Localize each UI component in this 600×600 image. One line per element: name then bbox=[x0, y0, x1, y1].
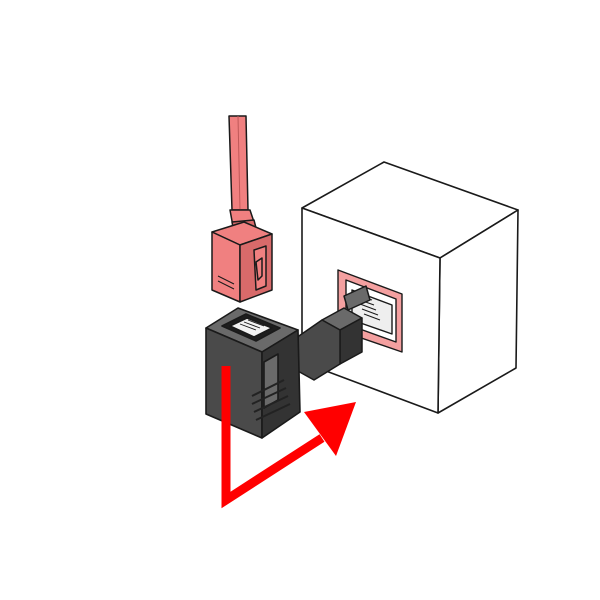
adapter-plug-tab bbox=[343, 285, 371, 311]
arrow-shaft bbox=[221, 366, 325, 509]
adapter-port-contacts bbox=[239, 319, 265, 331]
adapter-plug-icon bbox=[295, 285, 371, 381]
adapter-ribs bbox=[251, 379, 291, 421]
direction-arrow-icon bbox=[221, 366, 356, 509]
plug-latch-hook bbox=[255, 257, 263, 281]
plug-front bbox=[211, 231, 241, 303]
wall-box-icon bbox=[301, 161, 519, 414]
rj45-plug-icon bbox=[211, 221, 273, 303]
adapter-port-opening bbox=[229, 317, 273, 338]
right-angle-adapter-icon bbox=[205, 307, 301, 439]
arrow-head bbox=[304, 402, 356, 456]
adapter-latch bbox=[263, 353, 279, 409]
plug-contacts bbox=[217, 275, 235, 290]
ethernet-cable-icon bbox=[228, 115, 257, 233]
plug-latch bbox=[253, 245, 267, 291]
